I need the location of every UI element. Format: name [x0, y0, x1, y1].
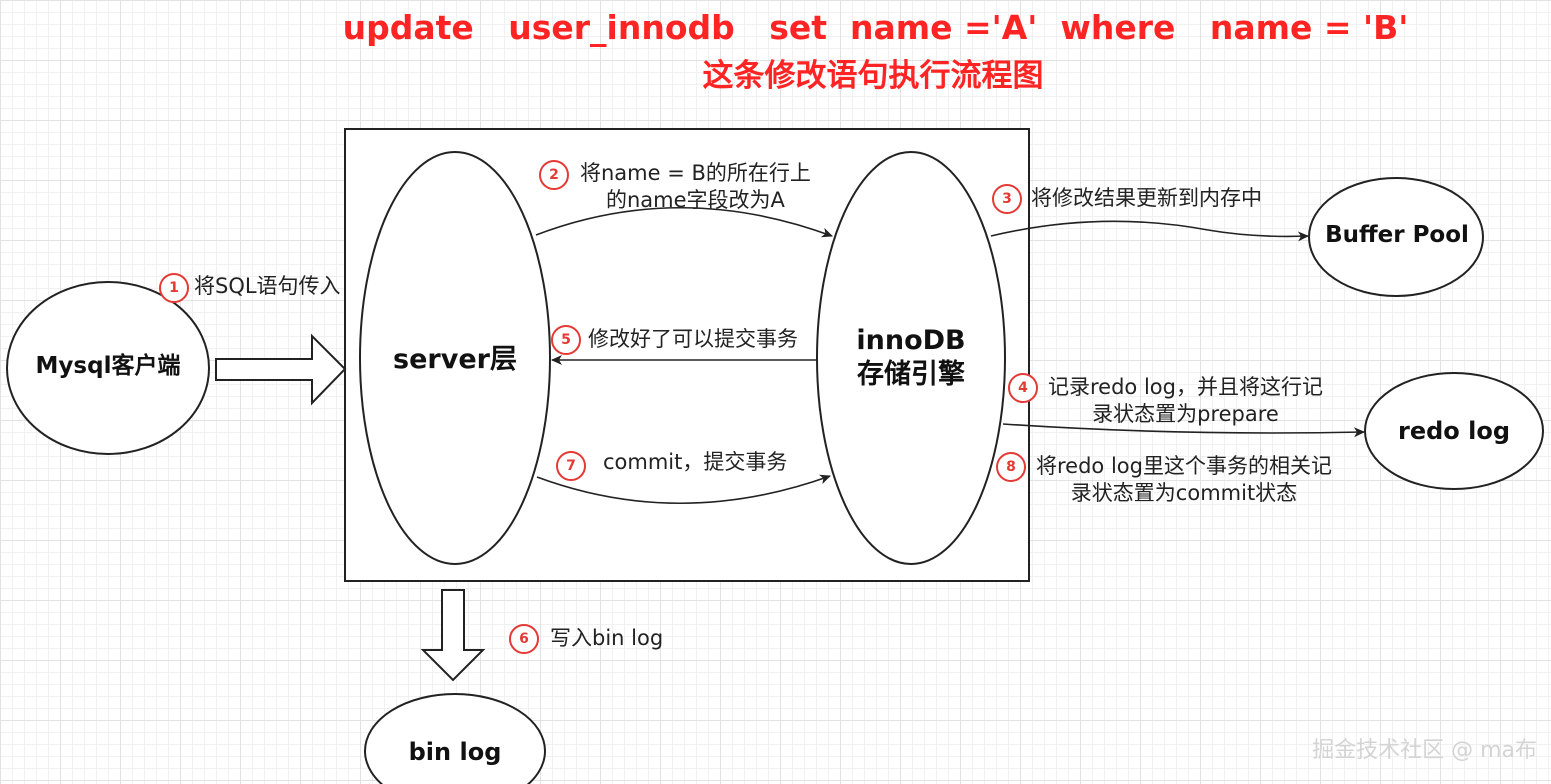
- diagram-title-sql: update user_innodb set name ='A' where n…: [342, 8, 1409, 47]
- innodb-node: [816, 151, 1006, 565]
- client-to-server-arrow: [215, 333, 347, 406]
- edge-step-4: [1002, 423, 1365, 438]
- buffer-pool-node: [1308, 177, 1484, 297]
- step-label-7: commit，提交事务: [603, 450, 788, 474]
- client-node: [6, 281, 210, 455]
- step-label-8: 将redo log里这个事务的相关记 录状态置为commit状态: [1036, 454, 1332, 506]
- step-label-6: 写入bin log: [550, 626, 664, 650]
- server-node-label: server层: [393, 344, 517, 375]
- edge-step-7: [536, 474, 831, 505]
- step-badge-4: 4: [1008, 373, 1038, 403]
- step-badge-3: 3: [992, 184, 1022, 214]
- innodb-node-label: innoDB 存储引擎: [856, 325, 966, 390]
- step-badge-8: 8: [996, 452, 1026, 482]
- step-label-2: 将name = B的所在行上 的name字段改为A: [580, 161, 811, 213]
- step-label-3: 将修改结果更新到内存中: [1031, 186, 1262, 210]
- step-badge-2: 2: [539, 160, 569, 190]
- bin-log-node-label: bin log: [408, 738, 502, 766]
- buffer-pool-node-label: Buffer Pool: [1325, 222, 1469, 248]
- edge-step-3: [990, 220, 1309, 242]
- step-badge-5: 5: [551, 325, 581, 355]
- edge-step-2: [535, 206, 833, 238]
- step-label-4: 记录redo log，并且将这行记 录状态置为prepare: [1048, 375, 1323, 427]
- watermark: 掘金技术社区 @ ma布: [1312, 738, 1537, 763]
- client-node-label: Mysql客户端: [35, 353, 181, 379]
- redo-log-node-label: redo log: [1397, 417, 1511, 445]
- step-badge-7: 7: [556, 451, 586, 481]
- step-badge-6: 6: [509, 624, 539, 654]
- diagram-title-caption: 这条修改语句执行流程图: [702, 58, 1044, 94]
- step-badge-1: 1: [159, 273, 189, 303]
- step-label-5: 修改好了可以提交事务: [588, 327, 798, 351]
- server-to-binlog-arrow: [420, 589, 486, 682]
- bin-log-node: [364, 693, 546, 784]
- step-label-1: 将SQL语句传入: [194, 274, 341, 298]
- redo-log-node: [1364, 372, 1544, 490]
- server-node: [359, 151, 551, 565]
